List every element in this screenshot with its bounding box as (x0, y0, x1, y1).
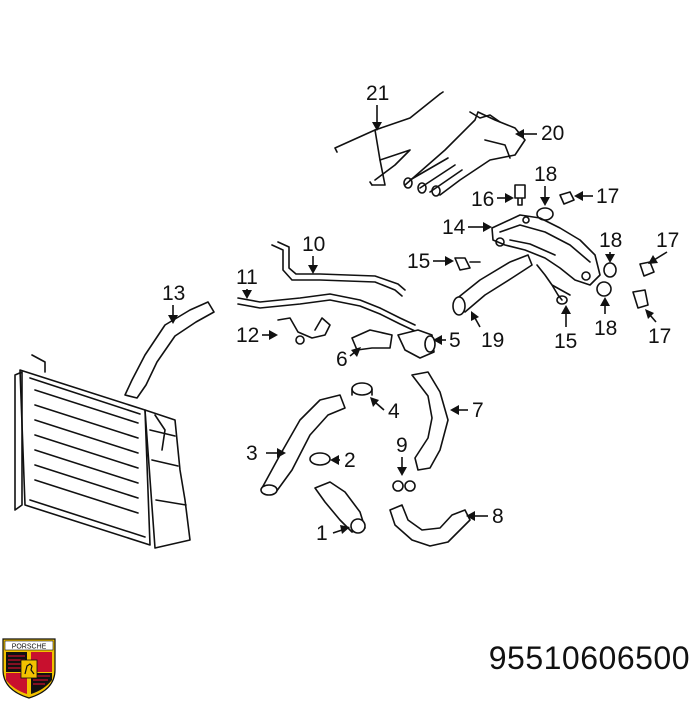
part-13-hose (124, 301, 215, 399)
callout-8: 8 (492, 505, 504, 528)
svg-text:PORSCHE: PORSCHE (12, 643, 47, 650)
callout-17-lower: 17 (648, 325, 671, 348)
part-8-hose (389, 504, 471, 547)
callout-17-right: 17 (656, 229, 679, 252)
callout-20: 20 (541, 122, 564, 145)
callout-18-right: 18 (599, 229, 622, 252)
callout-13: 13 (162, 282, 185, 305)
part-5-hose (397, 329, 436, 359)
callout-7: 7 (472, 399, 484, 422)
part-10-hose (271, 241, 406, 297)
part-9-clamps (392, 480, 416, 492)
callout-3: 3 (246, 442, 258, 465)
callouts: 21 20 18 16 17 14 18 17 10 11 15 13 (162, 82, 679, 545)
callout-15-right: 15 (554, 330, 577, 353)
callout-18-lower: 18 (594, 317, 617, 340)
part-20-pipes (403, 111, 526, 197)
callout-9: 9 (396, 434, 408, 457)
part-15-sensors (454, 257, 571, 305)
part-1-hose (314, 481, 366, 534)
callout-15-left: 15 (407, 250, 430, 273)
part-14-housing (491, 214, 601, 286)
part-11-pipe (237, 293, 416, 332)
callout-4: 4 (388, 400, 400, 423)
part-19-hose (452, 254, 533, 316)
part-number: 95510606500 (488, 640, 690, 676)
part-2-clamp (309, 452, 331, 466)
part-4-clamp (351, 382, 373, 396)
callout-2: 2 (344, 449, 356, 472)
porsche-crest-logo: PORSCHE (0, 636, 58, 700)
callout-6: 6 (336, 348, 348, 371)
callout-11: 11 (236, 266, 258, 289)
callout-14: 14 (442, 216, 466, 239)
part-6-hose (351, 329, 393, 351)
callout-21: 21 (366, 82, 389, 105)
fittings-right (596, 261, 655, 309)
part-3-hose (260, 394, 346, 496)
callout-12: 12 (236, 324, 259, 347)
callout-17-top: 17 (596, 185, 619, 208)
callout-18-top: 18 (534, 163, 557, 186)
callout-10: 10 (302, 233, 325, 256)
radiator (14, 354, 191, 549)
part-7-hose (411, 371, 449, 471)
callout-5: 5 (449, 329, 461, 352)
part-12-bracket (277, 317, 331, 345)
callout-16: 16 (471, 188, 494, 211)
part-21-rods (334, 91, 444, 186)
callout-19: 19 (481, 329, 504, 352)
callout-1: 1 (316, 522, 328, 545)
